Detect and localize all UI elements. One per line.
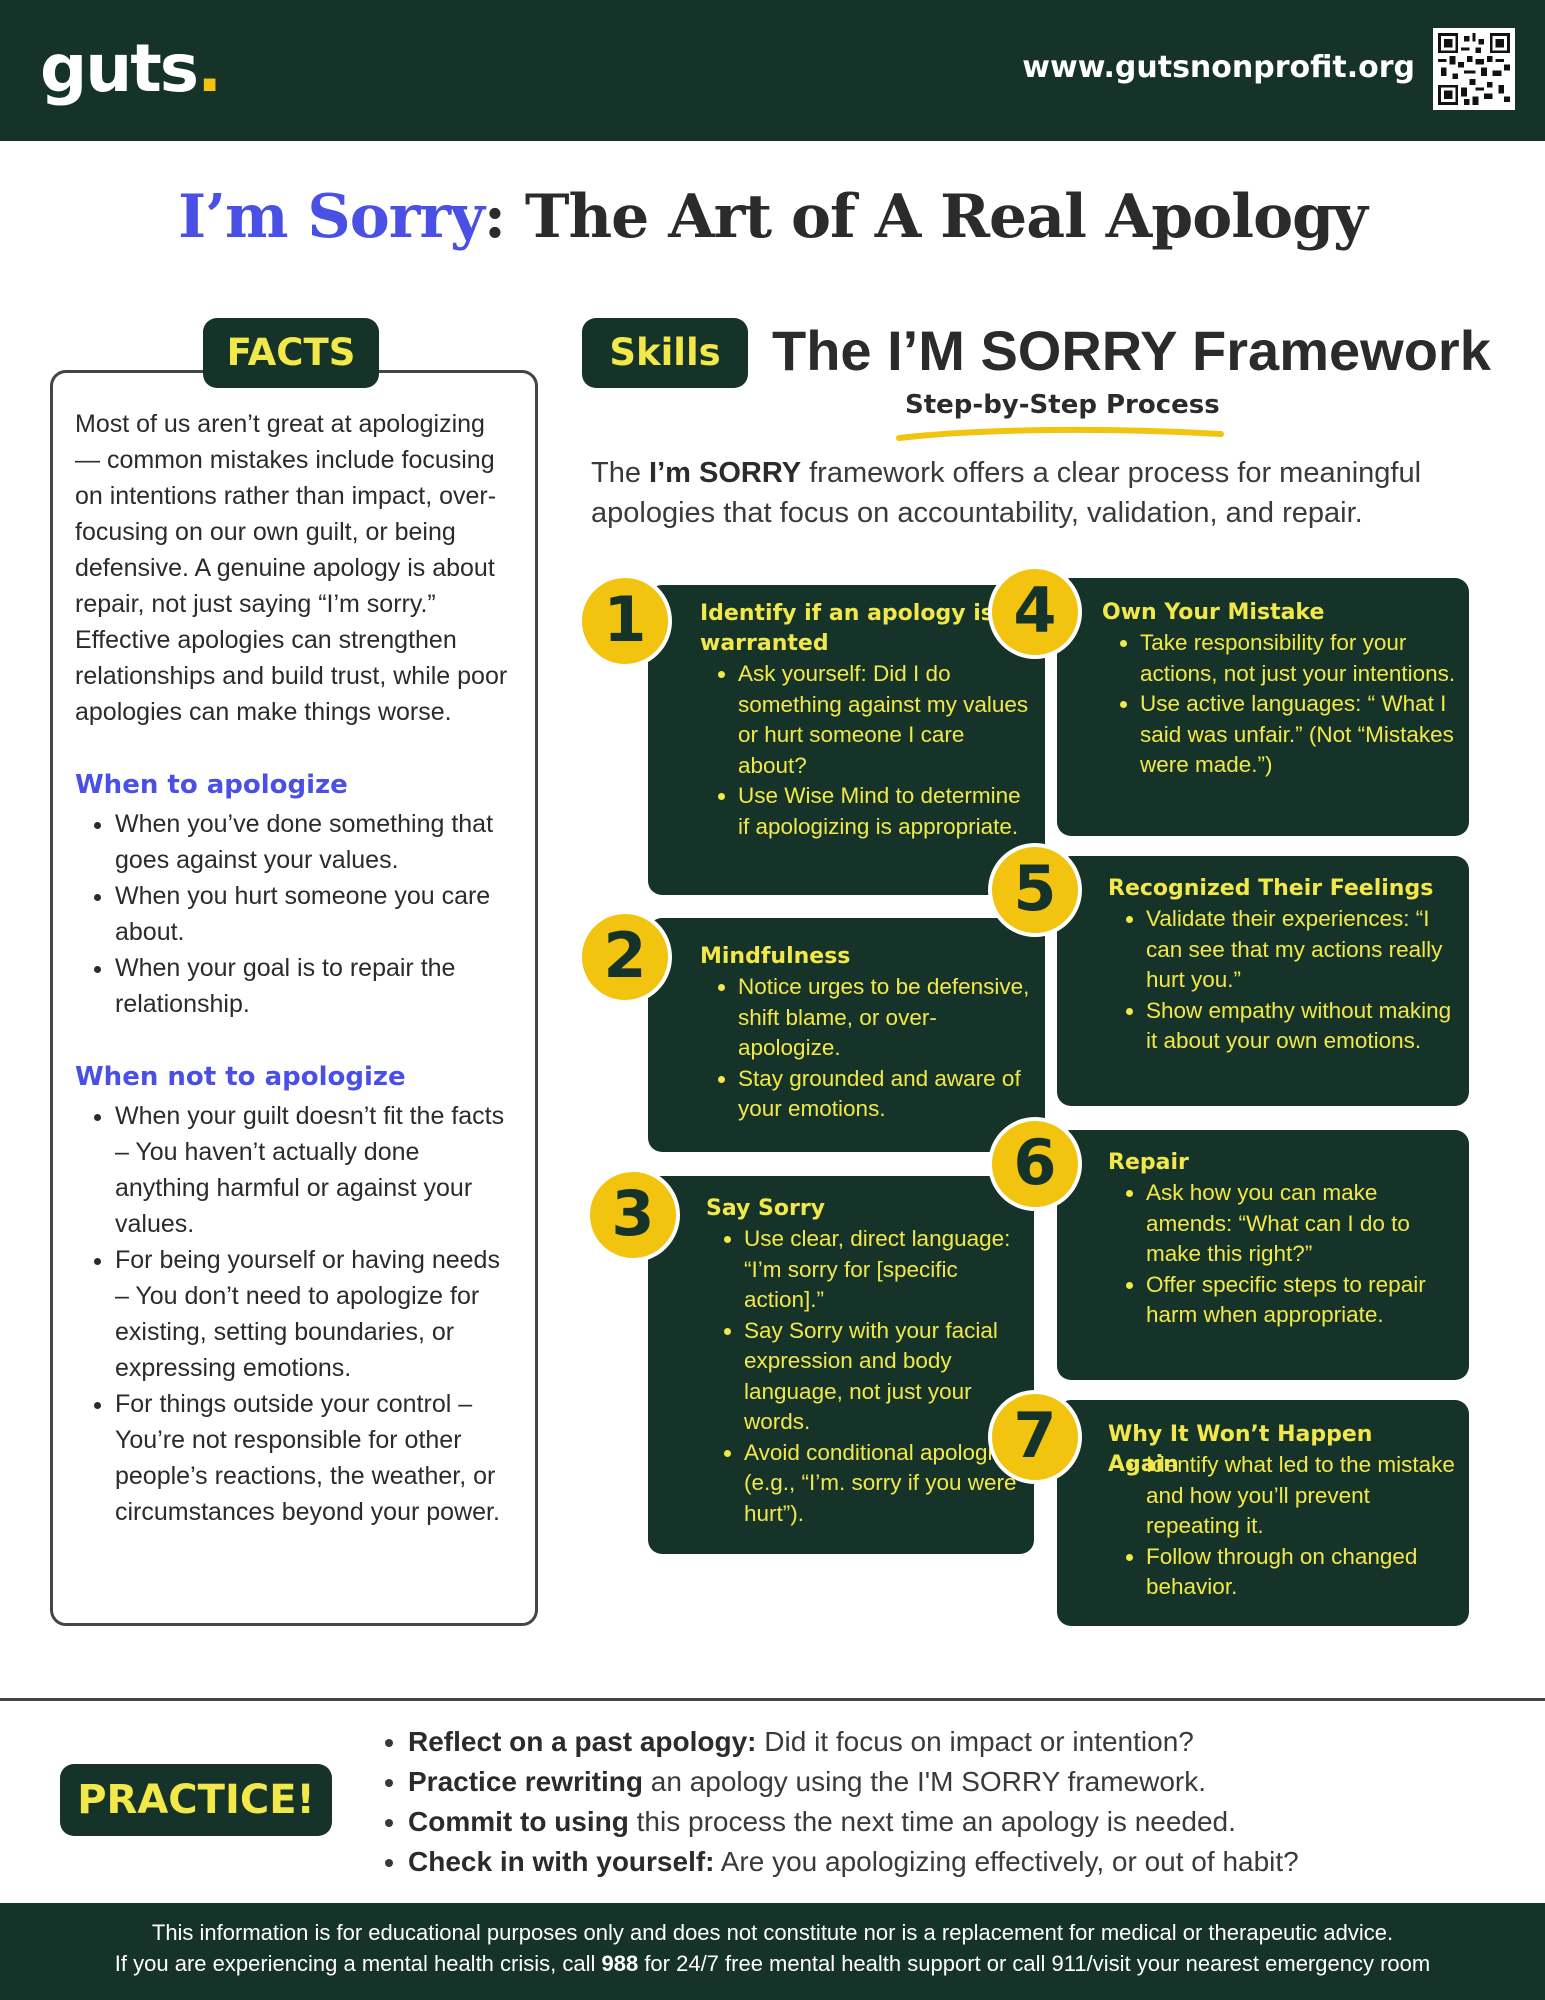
step-badge-7: 7 xyxy=(988,1390,1082,1484)
crisis-text-post: for 24/7 free mental health support or c… xyxy=(638,1951,1431,1976)
step-badge-3: 3 xyxy=(586,1168,680,1262)
list-item: Identify what led to the mistake and how… xyxy=(1146,1450,1464,1542)
title-main: The Art of A Real Apology xyxy=(524,182,1368,252)
qr-code-icon xyxy=(1433,28,1515,110)
practice-text: Did it focus on impact or intention? xyxy=(756,1726,1194,1757)
disclaimer-line-2: If you are experiencing a mental health … xyxy=(0,1948,1545,1979)
disclaimer-footer: This information is for educational purp… xyxy=(0,1903,1545,2000)
step-title: Recognized Their Feelings xyxy=(1108,876,1434,901)
step-title: Identify if an apology is warranted xyxy=(700,601,994,656)
step-title: Mindfulness xyxy=(700,944,851,969)
step-badge-6: 6 xyxy=(988,1117,1082,1211)
crisis-number[interactable]: 988 xyxy=(601,1951,639,1976)
practice-list: Reflect on a past apology: Did it focus … xyxy=(380,1722,1299,1882)
yellow-underline-swoosh xyxy=(896,426,1224,441)
list-item: Notice urges to be defensive, shift blam… xyxy=(738,972,1035,1064)
practice-text: Are you apologizing effectively, or out … xyxy=(714,1846,1299,1877)
logo-text: guts xyxy=(40,30,199,107)
when-to-apologize-heading: When to apologize xyxy=(75,770,348,800)
practice-bold: Check in with yourself: xyxy=(408,1846,715,1877)
intro-pre: The xyxy=(591,457,650,489)
when-not-to-apologize-heading: When not to apologize xyxy=(75,1062,406,1092)
step-card-3: Say Sorry Use clear, direct language: “I… xyxy=(648,1176,1034,1554)
framework-intro: The I’m SORRY framework offers a clear p… xyxy=(591,453,1491,533)
list-item: When your guilt doesn’t fit the facts – … xyxy=(115,1098,515,1242)
list-item: Commit to using this process the next ti… xyxy=(408,1802,1299,1842)
section-divider xyxy=(0,1698,1545,1701)
facts-intro: Most of us aren’t great at apologizing —… xyxy=(75,410,508,726)
step-card-5: Recognized Their Feelings Validate their… xyxy=(1057,856,1469,1106)
step-title: Own Your Mistake xyxy=(1102,600,1325,625)
guts-logo[interactable]: guts. xyxy=(40,30,222,107)
list-item: Say Sorry with your facial expression an… xyxy=(744,1316,1028,1438)
list-item: Reflect on a past apology: Did it focus … xyxy=(408,1722,1299,1762)
crisis-text-pre: If you are experiencing a mental health … xyxy=(114,1951,602,1976)
step-card-2: Mindfulness Notice urges to be defensive… xyxy=(648,918,1045,1152)
step-bullets: Notice urges to be defensive, shift blam… xyxy=(700,972,1035,1125)
title-accent: I’m Sorry xyxy=(178,182,485,252)
list-item: Stay grounded and aware of your emotions… xyxy=(738,1064,1035,1125)
list-item: When you’ve done something that goes aga… xyxy=(115,806,515,878)
skills-pill: Skills xyxy=(582,318,748,388)
step-title: Say Sorry xyxy=(706,1196,826,1221)
step-bullets: Ask how you can make amends: “What can I… xyxy=(1108,1178,1464,1331)
practice-bold: Reflect on a past apology: xyxy=(408,1726,757,1757)
list-item: Use active languages: “ What I said was … xyxy=(1140,689,1464,781)
facts-pill: FACTS xyxy=(203,318,379,388)
list-item: Ask yourself: Did I do something against… xyxy=(738,659,1035,781)
page-title: I’m Sorry: The Art of A Real Apology xyxy=(0,182,1545,252)
intro-post: framework offers a clear process for mea… xyxy=(591,457,1422,529)
list-item: Take responsibility for your actions, no… xyxy=(1140,628,1464,689)
step-card-4: Own Your Mistake Take responsibility for… xyxy=(1057,578,1469,836)
list-item: When you hurt someone you care about. xyxy=(115,878,515,950)
list-item: Check in with yourself: Are you apologiz… xyxy=(408,1842,1299,1882)
step-title: Why It Won’t Happen Again xyxy=(1108,1422,1373,1477)
facts-panel: Most of us aren’t great at apologizing —… xyxy=(50,370,538,1626)
list-item: Validate their experiences: “I can see t… xyxy=(1146,904,1464,996)
list-item: For being yourself or having needs – You… xyxy=(115,1242,515,1386)
website-url[interactable]: www.gutsnonprofit.org xyxy=(1022,50,1415,85)
step-card-1: Identify if an apology is warranted Ask … xyxy=(648,585,1045,895)
step-card-7: Why It Won’t Happen Again Identify what … xyxy=(1057,1400,1469,1626)
logo-dot: . xyxy=(197,30,222,107)
practice-bold: Practice rewriting xyxy=(408,1766,643,1797)
step-badge-5: 5 xyxy=(988,843,1082,937)
step-badge-1: 1 xyxy=(578,574,672,668)
step-bullets: Validate their experiences: “I can see t… xyxy=(1108,904,1464,1057)
list-item: Use clear, direct language: “I’m sorry f… xyxy=(744,1224,1028,1316)
practice-text: this process the next time an apology is… xyxy=(628,1806,1236,1837)
intro-bold: I’m SORRY xyxy=(649,457,802,489)
when-to-apologize-list: When you’ve done something that goes aga… xyxy=(75,806,515,1022)
list-item: For things outside your control – You’re… xyxy=(115,1386,515,1530)
list-item: Offer specific steps to repair harm when… xyxy=(1146,1270,1464,1331)
list-item: Use Wise Mind to determine if apologizin… xyxy=(738,781,1035,842)
list-item: Follow through on changed behavior. xyxy=(1146,1542,1464,1603)
title-separator: : xyxy=(483,182,525,252)
list-item: Avoid conditional apologies (e.g., “I’m.… xyxy=(744,1438,1028,1530)
step-bullets: Use clear, direct language: “I’m sorry f… xyxy=(706,1224,1028,1529)
framework-title: The I’M SORRY Framework xyxy=(772,319,1491,382)
step-bullets: Take responsibility for your actions, no… xyxy=(1102,628,1464,781)
list-item: When your goal is to repair the relation… xyxy=(115,950,515,1022)
list-item: Practice rewriting an apology using the … xyxy=(408,1762,1299,1802)
practice-bold: Commit to using xyxy=(408,1806,629,1837)
site-header: guts. www.gutsnonprofit.org xyxy=(0,0,1545,141)
step-badge-2: 2 xyxy=(578,910,672,1004)
step-badge-4: 4 xyxy=(988,565,1082,659)
step-subtitle: Step-by-Step Process xyxy=(905,390,1220,420)
step-bullets: Ask yourself: Did I do something against… xyxy=(700,659,1035,842)
step-card-6: Repair Ask how you can make amends: “Wha… xyxy=(1057,1130,1469,1380)
when-not-to-apologize-list: When your guilt doesn’t fit the facts – … xyxy=(75,1098,515,1530)
step-bullets: Identify what led to the mistake and how… xyxy=(1108,1450,1464,1603)
step-title: Repair xyxy=(1108,1150,1189,1175)
list-item: Show empathy without making it about you… xyxy=(1146,996,1464,1057)
practice-pill: PRACTICE! xyxy=(60,1764,332,1836)
disclaimer-line-1: This information is for educational purp… xyxy=(151,1920,1394,1945)
list-item: Ask how you can make amends: “What can I… xyxy=(1146,1178,1464,1270)
practice-text: an apology using the I'M SORRY framework… xyxy=(642,1766,1207,1797)
